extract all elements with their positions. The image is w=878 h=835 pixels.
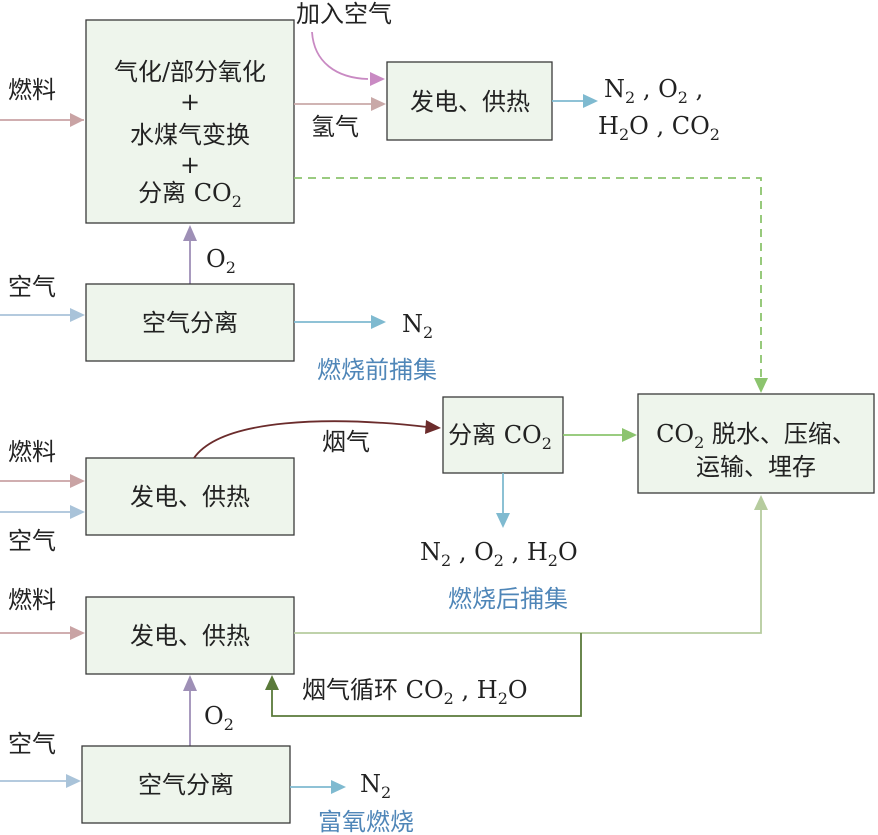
fuel-arrowhead-1 — [70, 113, 84, 127]
pre-combustion-caption: 燃烧前捕集 — [317, 356, 437, 384]
add-air-label: 加入空气 — [296, 0, 392, 28]
flue-gas-arrowhead — [425, 420, 441, 434]
pre-co2-dashed-arrowhead — [754, 378, 768, 393]
fuel-label-3: 燃料 — [8, 586, 56, 614]
power-heat-label-3: 发电、供热 — [130, 622, 250, 650]
air-separation-label-2: 空气分离 — [138, 771, 234, 799]
hydrogen-arrowhead — [371, 97, 386, 111]
fuel-arrowhead-3 — [70, 626, 85, 640]
air-separation-box-2 — [81, 745, 291, 824]
storage-line1: CO2 脱水、压缩、 — [656, 420, 856, 452]
n2-arrowhead-1 — [371, 315, 386, 329]
add-air-arrow — [311, 31, 369, 80]
post-exhaust-label: N2 , O2 , H2O — [420, 538, 578, 570]
flue-gas-arrow — [193, 420, 428, 459]
flue-gas-label: 烟气 — [322, 428, 370, 456]
gasification-line3-sub: 2 — [232, 192, 242, 211]
n2-arrowhead-2 — [331, 780, 346, 794]
n2-label-1: N2 — [402, 310, 433, 342]
o2-arrowhead-2 — [183, 675, 197, 691]
power-heat-box-3 — [85, 596, 295, 675]
oxy-co2-line — [294, 510, 762, 634]
oxy-fuel-caption: 富氧燃烧 — [318, 808, 414, 835]
air-separation-label-1: 空气分离 — [142, 309, 238, 337]
power-heat-box-2 — [85, 457, 295, 536]
power-heat-box-1 — [386, 61, 553, 141]
gasification-line1: 气化/部分氧化 — [114, 58, 266, 86]
post-combustion-caption: 燃烧后捕集 — [448, 585, 568, 613]
air-separation-box-1 — [85, 283, 295, 362]
hydrogen-label: 氢气 — [311, 113, 359, 141]
power-heat-label-2: 发电、供热 — [130, 483, 250, 511]
pre-co2-dashed-line — [294, 177, 762, 378]
separate-co2-label: 分离 CO2 — [448, 421, 552, 453]
storage-line2: 运输、埋存 — [696, 453, 816, 481]
post-combustion-section: 燃料 空气 发电、供热 烟气 分离 CO2 CO2 脱水、压缩、 运输、埋存 N… — [0, 393, 875, 613]
air-label-3: 空气 — [8, 730, 56, 758]
post-exhaust-arrowhead — [496, 513, 510, 528]
co2-storage-box — [637, 393, 875, 494]
o2-label-1: O2 — [206, 245, 236, 277]
air-arrowhead-1 — [70, 308, 85, 322]
air-label-1: 空气 — [8, 273, 56, 301]
gasification-line2: 水煤气变换 — [130, 121, 250, 149]
gasification-box — [85, 19, 295, 224]
gasification-plus-2: + — [180, 151, 200, 179]
power-heat-label-1: 发电、供热 — [410, 88, 530, 116]
recycle-label: 烟气循环 CO2 , H2O — [302, 676, 528, 708]
gasification-plus-1: + — [180, 88, 200, 116]
pre-exhaust-line1: N2 , O2 , — [604, 75, 703, 107]
air-arrowhead-3 — [66, 774, 81, 788]
fuel-arrowhead-2 — [70, 474, 85, 488]
o2-label-2: O2 — [204, 702, 234, 734]
air-arrowhead-2 — [70, 505, 85, 519]
pre-exhaust-line2: H2O , CO2 — [598, 112, 720, 144]
pre-combustion-section: 燃料 气化/部分氧化 + 水煤气变换 + 分离 CO2 加入空气 氢气 发电、供… — [0, 0, 768, 393]
o2-arrowhead-1 — [183, 225, 197, 241]
oxy-co2-arrowhead — [754, 495, 768, 510]
gasification-line3: 分离 CO2 — [138, 179, 242, 211]
n2-label-2: N2 — [360, 770, 391, 802]
pre-exhaust-arrowhead — [583, 94, 598, 108]
fuel-label-2: 燃料 — [8, 438, 56, 466]
post-co2-arrowhead — [622, 428, 637, 442]
air-label-2: 空气 — [8, 527, 56, 555]
oxy-fuel-section: 燃料 发电、供热 烟气循环 CO2 , H2O O2 空气 空气分离 N2 富氧… — [0, 495, 768, 835]
add-air-arrowhead — [370, 72, 385, 86]
fuel-label-1: 燃料 — [8, 76, 56, 104]
recycle-loop — [271, 633, 582, 717]
recycle-arrowhead — [265, 675, 279, 690]
gasification-line3-main: 分离 CO — [138, 179, 232, 207]
